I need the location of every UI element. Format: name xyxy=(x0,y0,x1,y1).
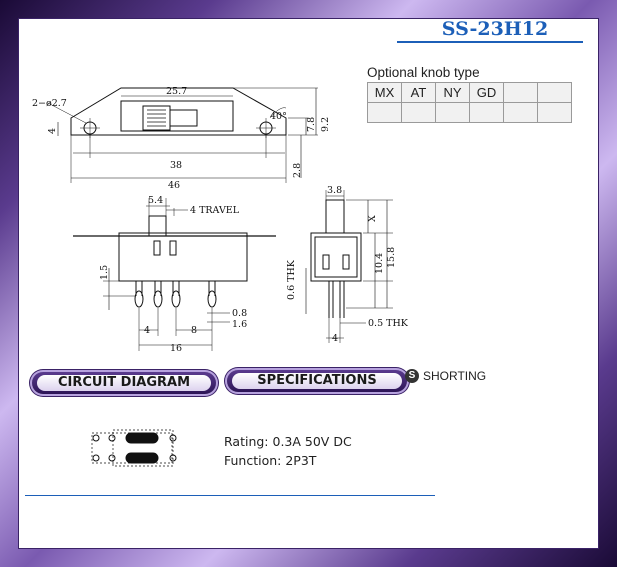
circuit-contacts xyxy=(92,434,177,462)
knob-cell xyxy=(435,102,470,123)
dim-label: 4 xyxy=(332,333,338,344)
dim-label: 5.4 xyxy=(148,195,163,206)
dim-label: 3.8 xyxy=(327,185,342,196)
top-view-knob-track xyxy=(169,109,198,127)
dim-label: 4 xyxy=(47,128,58,134)
front-view-slider xyxy=(153,240,161,256)
knob-cell: MX xyxy=(367,82,402,103)
side-view-terminals xyxy=(328,281,345,318)
spec-rating: Rating: 0.3A 50V DC xyxy=(224,434,352,449)
dim-label: 38 xyxy=(170,160,182,171)
dim-label: X xyxy=(367,215,378,222)
shorting-icon: S xyxy=(405,369,419,383)
spec-function: Function: 2P3T xyxy=(224,453,317,468)
knob-cell xyxy=(537,102,572,123)
circuit-bridge-top xyxy=(125,432,159,444)
knob-cell xyxy=(503,82,538,103)
knob-cell xyxy=(537,82,572,103)
dim-label: 10.4 xyxy=(374,253,385,274)
knob-cell: AT xyxy=(401,82,436,103)
circuit-diagram-label: CIRCUIT DIAGRAM xyxy=(37,375,211,391)
dim-label: 4 xyxy=(144,325,150,336)
shorting-label: SHORTING xyxy=(423,369,487,383)
circuit-bridge-bottom xyxy=(125,452,159,464)
circuit-diagram-heading: CIRCUIT DIAGRAM xyxy=(32,372,216,394)
specifications-heading: SPECIFICATIONS xyxy=(227,370,407,392)
dim-label: 40° xyxy=(270,111,287,122)
dim-label: 25.7 xyxy=(166,86,187,97)
dim-label: 9.2 xyxy=(320,117,331,132)
side-view-body xyxy=(310,232,362,282)
part-title: SS-23H12 xyxy=(441,18,549,40)
mechanical-drawing: 2−ø2.7 25.7 40° 4 7.8 9.2 2.8 38 46 5.4 … xyxy=(32,86,409,467)
knob-cell xyxy=(367,102,402,123)
dim-label: 0.6 THK xyxy=(286,259,297,300)
knob-row: MX AT NY GD xyxy=(367,82,572,103)
dim-label: 16 xyxy=(170,343,182,354)
dim-label: 1.5 xyxy=(99,265,110,280)
knob-table: MX AT NY GD xyxy=(367,82,572,123)
dim-label: 2−ø2.7 xyxy=(32,98,67,109)
title-underline xyxy=(397,41,583,43)
knob-caption: Optional knob type xyxy=(367,65,480,80)
dim-label: 1.6 xyxy=(232,319,247,330)
dim-label: 8 xyxy=(191,325,197,336)
front-view-body xyxy=(118,232,248,282)
dim-label: 0.5 THK xyxy=(368,318,409,329)
dim-label: 46 xyxy=(168,180,180,191)
dimension-labels: 2−ø2.7 25.7 40° 4 7.8 9.2 2.8 38 46 5.4 … xyxy=(32,86,409,354)
front-view-actuator xyxy=(148,215,167,237)
front-view-terminals xyxy=(134,281,217,308)
knob-row xyxy=(367,102,572,123)
side-view-actuator xyxy=(325,199,345,234)
knob-cell xyxy=(503,102,538,123)
dim-label: 2.8 xyxy=(292,163,303,178)
dim-label: 4 TRAVEL xyxy=(190,205,240,216)
top-view-slot xyxy=(120,100,234,132)
dim-label: 0.8 xyxy=(232,308,247,319)
knob-cell xyxy=(401,102,436,123)
dim-label: 7.8 xyxy=(306,117,317,132)
dim-label: 15.8 xyxy=(386,247,397,268)
footer-divider xyxy=(25,495,435,496)
knob-cell: GD xyxy=(469,82,504,103)
specifications-label: SPECIFICATIONS xyxy=(232,373,402,389)
